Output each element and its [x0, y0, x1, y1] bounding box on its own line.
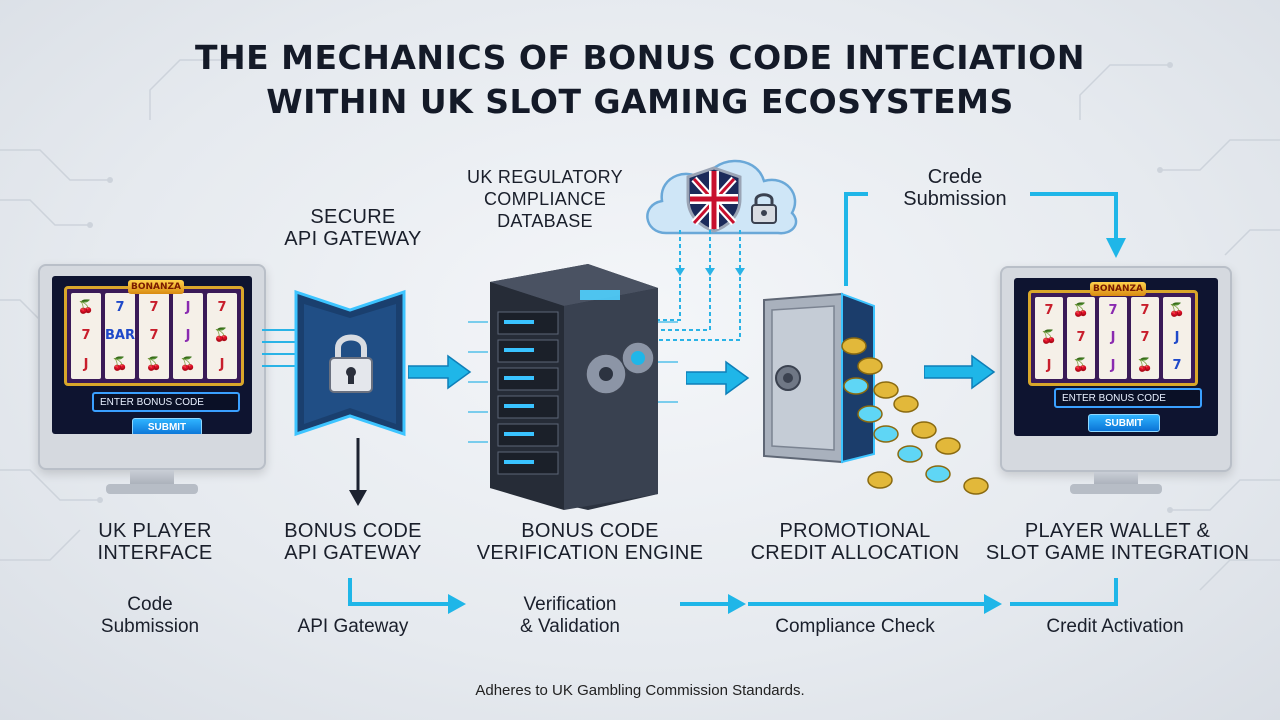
lock-icon: [329, 334, 373, 393]
process-label-compliance-check: Compliance Check: [755, 616, 955, 638]
down-arrow-icon: [349, 438, 367, 506]
left-monitor-base: [106, 484, 198, 494]
small-lock-icon: [751, 193, 777, 224]
title-line-2: WITHIN UK SLOT GAMING ECOSYSTEMS: [266, 82, 1014, 121]
coin-icon: [843, 377, 869, 395]
process-label-line: Submission: [100, 616, 200, 637]
process-label-line: Verification: [523, 594, 617, 615]
reel: 7🍒J: [1035, 297, 1063, 379]
right-submit-button[interactable]: SUBMIT: [1088, 414, 1160, 432]
credit-submission-path: [844, 192, 1126, 286]
coin-icon: [857, 357, 883, 375]
stage-label-credit-allocation: PROMOTIONAL CREDIT ALLOCATION: [740, 520, 970, 564]
arrow-icon: [686, 360, 750, 396]
stage-label-verification-engine: BONUS CODE VERIFICATION ENGINE: [470, 520, 710, 564]
crede-submission-label: Crede Submission: [880, 166, 1030, 210]
coin-icon: [897, 445, 923, 463]
coin-icon: [935, 437, 961, 455]
process-label-verification: Verification & Validation: [490, 594, 650, 638]
process-label-credit-activation: Credit Activation: [1020, 616, 1210, 638]
coin-icon: [963, 477, 989, 495]
title-line-1: THE MECHANICS OF BONUS CODE INTECIATION: [195, 38, 1085, 77]
left-monitor-stand: [130, 470, 174, 486]
arrow-icon: [408, 354, 472, 390]
right-slot-banner: BONANZA: [1090, 282, 1146, 296]
stage-label-line: UK PLAYER: [98, 520, 212, 542]
secure-gateway-label-line-1: SECURE: [310, 206, 396, 228]
coin-icon: [911, 421, 937, 439]
crede-submission-label-line-2: Submission: [903, 188, 1007, 210]
stage-label-line: PLAYER WALLET &: [1024, 520, 1211, 542]
stage-label-api-gateway: BONUS CODE API GATEWAY: [268, 520, 438, 564]
page-title: THE MECHANICS OF BONUS CODE INTECIATION …: [0, 36, 1280, 124]
process-label-code-submission: Code Submission: [75, 594, 225, 638]
secure-gateway-label-line-2: API GATEWAY: [284, 228, 422, 250]
left-bonus-code-input[interactable]: ENTER BONUS CODE: [92, 392, 240, 412]
stage-label-line: VERIFICATION ENGINE: [476, 542, 704, 564]
crede-submission-label-line-1: Crede: [927, 166, 983, 188]
stage-label-line: PROMOTIONAL: [779, 520, 931, 542]
coin-icon: [925, 465, 951, 483]
stage-label-line: INTERFACE: [97, 542, 213, 564]
stage-label-wallet-integration: PLAYER WALLET & SLOT GAME INTEGRATION: [985, 520, 1250, 564]
secure-gateway-label: SECURE API GATEWAY: [268, 206, 438, 250]
process-label-api-gateway: API Gateway: [278, 616, 428, 638]
stage-label-line: BONUS CODE: [521, 520, 659, 542]
gear-icon: [585, 341, 655, 395]
process-label-line: API Gateway: [297, 616, 409, 637]
regulatory-db-label-line-3: DATABASE: [497, 211, 593, 231]
coins: [841, 337, 989, 495]
stage-label-line: CREDIT ALLOCATION: [750, 542, 960, 564]
stage-label-player-interface: UK PLAYER INTERFACE: [70, 520, 240, 564]
shield-icon: [686, 166, 742, 233]
coin-icon: [873, 381, 899, 399]
coin-icon: [841, 337, 867, 355]
process-label-line: Credit Activation: [1046, 616, 1184, 637]
left-submit-button[interactable]: SUBMIT: [132, 418, 202, 434]
regulatory-db-label-line-1: UK REGULATORY: [467, 167, 623, 187]
right-monitor-base: [1070, 484, 1162, 494]
process-label-line: & Validation: [520, 616, 620, 637]
reel: 7🍒J: [207, 293, 237, 379]
coin-icon: [857, 405, 883, 423]
footer-note: Adheres to UK Gambling Commission Standa…: [475, 682, 805, 699]
coin-icon: [867, 471, 893, 489]
stage-label-line: BONUS CODE: [284, 520, 422, 542]
stage-label-line: SLOT GAME INTEGRATION: [985, 542, 1250, 564]
process-label-line: Code: [127, 594, 173, 615]
regulatory-db-label-line-2: COMPLIANCE: [483, 189, 607, 209]
regulatory-db-label: UK REGULATORY COMPLIANCE DATABASE: [455, 166, 635, 232]
reel: 🍒7🍒: [1067, 297, 1095, 379]
process-flow-line: [348, 578, 1118, 614]
right-bonus-code-input[interactable]: ENTER BONUS CODE: [1054, 388, 1202, 408]
process-label-line: Compliance Check: [775, 616, 935, 637]
coin-icon: [893, 395, 919, 413]
coin-icon: [873, 425, 899, 443]
cloud-link-lines: [650, 230, 745, 341]
stage-label-line: API GATEWAY: [284, 542, 422, 564]
arrow-icon: [924, 354, 996, 390]
right-monitor-stand: [1094, 472, 1138, 486]
left-slot-banner: BONANZA: [128, 280, 184, 294]
